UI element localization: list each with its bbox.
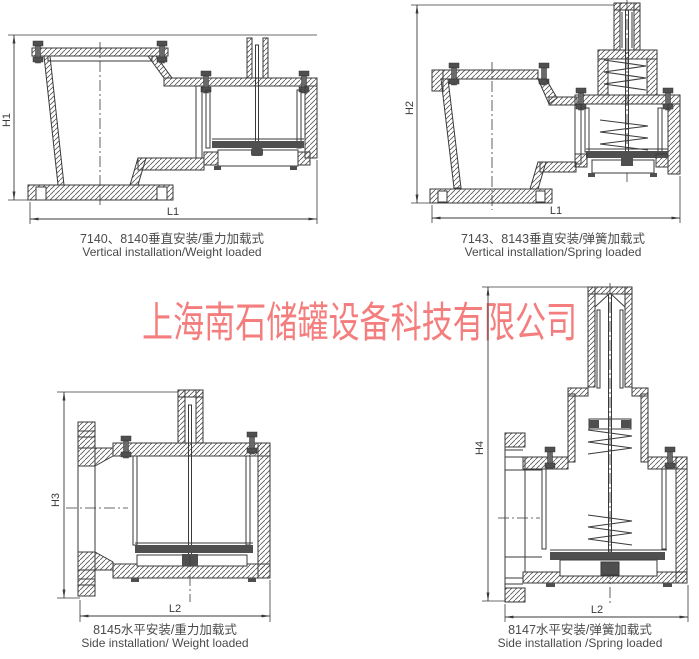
caption-zh: 8147水平安装/弹簧加载式 [508, 623, 652, 637]
spring-bonnet [597, 2, 658, 96]
company-watermark: 上海南石储罐设备科技有限公司 [142, 299, 578, 346]
stem-weight-nut [251, 148, 263, 156]
caption-en: Side installation/ Weight loaded [81, 636, 249, 650]
dimension-h4: H4 [474, 286, 590, 602]
dimension-l1: L1 [431, 176, 681, 223]
valve-stem [255, 44, 259, 151]
caption-zh: 7140、8140垂直安装/重力加载式 [79, 232, 265, 246]
figure-vertical-spring-drawing: H2 L1 [404, 0, 681, 223]
dim-label-l2: L2 [169, 603, 181, 615]
lower-spring [587, 514, 633, 546]
dim-label-h2: H2 [404, 101, 416, 115]
dim-label-l1: L1 [167, 206, 179, 218]
lower-spring [599, 119, 649, 151]
valve-stem [188, 404, 192, 556]
caption-vertical-spring: 7143、8143垂直安装/弹簧加载式 Vertical installatio… [413, 233, 693, 259]
dimension-h3: H3 [50, 391, 178, 599]
caption-vertical-weight: 7140、8140垂直安装/重力加载式 Vertical installatio… [32, 233, 312, 259]
stem-nut [621, 158, 633, 166]
dimension-h1: H1 [1, 34, 317, 201]
caption-en: Side installation /Spring loaded [497, 636, 663, 650]
dim-label-h1: H1 [1, 113, 13, 127]
caption-en: Vertical installation/Weight loaded [82, 245, 262, 259]
figure-vertical-weight-drawing: H1 L1 [1, 34, 318, 224]
stem-guide-tube [177, 389, 186, 444]
dim-label-l1: L1 [550, 205, 562, 217]
figure-side-spring-drawing: H4 L2 [474, 283, 689, 622]
stem-hex-nut [600, 561, 620, 576]
dimension-l1: L1 [29, 160, 318, 224]
upper-spring [587, 429, 633, 455]
dimension-l2: L2 [79, 580, 271, 622]
caption-side-spring: 8147水平安装/弹簧加载式 Side installation /Spring… [440, 624, 699, 650]
spring-tower [567, 286, 649, 463]
caption-en: Vertical installation/Spring loaded [464, 245, 642, 259]
valve-body [498, 283, 688, 603]
caption-zh: 8145水平安装/重力加载式 [93, 623, 237, 637]
inlet-flange [77, 421, 114, 597]
valve-body [66, 389, 271, 602]
upper-spring [603, 59, 647, 91]
valve-disc [586, 151, 668, 158]
vessel-body [27, 40, 174, 208]
stem-guide-tube [246, 37, 253, 79]
dimension-h2: H2 [404, 4, 614, 204]
vessel-body [429, 62, 578, 210]
dim-label-h3: H3 [50, 493, 62, 507]
dim-label-h4: H4 [474, 441, 486, 455]
valve-disc [212, 141, 304, 148]
dim-label-l2: L2 [591, 604, 603, 616]
dimension-l2: L2 [504, 585, 689, 622]
valve-housing [529, 0, 681, 190]
valve-housing [129, 37, 318, 186]
valve-disc [135, 545, 253, 553]
inlet-flange [504, 432, 542, 603]
caption-zh: 7143、8143垂直安装/弹簧加载式 [460, 232, 646, 246]
caption-side-weight: 8145水平安装/重力加载式 Side installation/ Weight… [25, 624, 305, 650]
figure-side-weight-drawing: H3 L2 [50, 389, 271, 622]
valve-disc [550, 552, 665, 560]
